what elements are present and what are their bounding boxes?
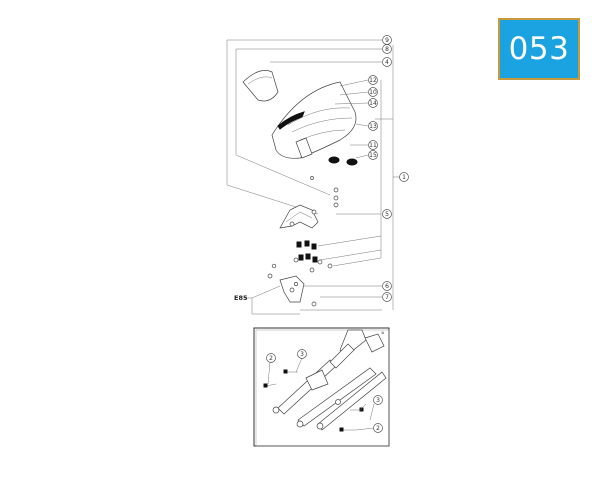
callout-6: 6 — [382, 281, 392, 291]
callout-15: 15 — [368, 150, 378, 160]
detail-callout-3-left-number: 3 — [300, 351, 304, 358]
detail-callout-3-right-number: 3 — [376, 397, 380, 404]
callout-14: 14 — [368, 98, 378, 108]
callout-5-number: 5 — [385, 211, 389, 218]
callout-12: 12 — [368, 75, 378, 85]
callout-6-number: 6 — [385, 283, 389, 290]
callout-7: 7 — [382, 292, 392, 302]
callout-13-number: 13 — [369, 123, 377, 130]
detail-callout-2-right: 2 — [373, 423, 383, 433]
callout-11-number: 11 — [369, 142, 377, 149]
callout-14-number: 14 — [369, 100, 377, 107]
callout-8-number: 8 — [385, 46, 389, 53]
callout-9: 9 — [382, 35, 392, 45]
callout-5: 5 — [382, 209, 392, 219]
callout-12-number: 12 — [369, 77, 377, 84]
callout-4: 4 — [382, 57, 392, 67]
callout-9-number: 9 — [385, 37, 389, 44]
callout-15-number: 15 — [369, 152, 377, 159]
detail-callout-3-left: 3 — [297, 349, 307, 359]
page-number-badge: 053 — [498, 18, 580, 80]
callout-1: 1 — [399, 172, 409, 182]
detail-callout-2-left-number: 2 — [269, 355, 273, 362]
reference-label-e85: E85 — [234, 294, 248, 302]
callout-10: 10 — [368, 87, 378, 97]
callout-8: 8 — [382, 44, 392, 54]
callout-1-number: 1 — [402, 174, 406, 181]
callout-7-number: 7 — [385, 294, 389, 301]
detail-callout-2-right-number: 2 — [376, 425, 380, 432]
svg-text:⊗: ⊗ — [381, 330, 384, 335]
callout-13: 13 — [368, 121, 378, 131]
callout-11: 11 — [368, 140, 378, 150]
callout-4-number: 4 — [385, 59, 389, 66]
detail-callout-2-left: 2 — [266, 353, 276, 363]
detail-callout-3-right: 3 — [373, 395, 383, 405]
main-exploded-view: E85 9 8 4 12 10 14 13 11 15 1 5 6 7 — [226, 35, 409, 315]
detail-inset: ⊗ 2 3 3 2 — [253, 327, 390, 447]
callout-10-number: 10 — [369, 89, 377, 96]
